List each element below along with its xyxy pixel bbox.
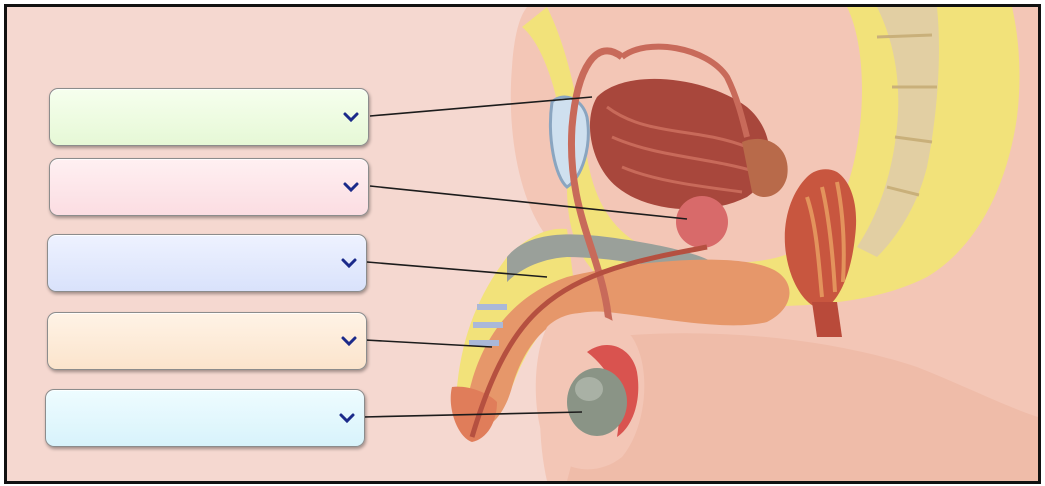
anal-canal xyxy=(812,302,842,337)
label-dropdown-2[interactable] xyxy=(49,158,369,216)
label-dropdown-3[interactable] xyxy=(47,234,367,292)
chevron-down-icon xyxy=(338,411,356,425)
label-dropdown-4[interactable] xyxy=(47,312,367,370)
prostate xyxy=(676,196,728,248)
chevron-down-icon xyxy=(340,256,358,270)
label-dropdown-1[interactable] xyxy=(49,88,369,146)
label-dropdown-5[interactable] xyxy=(45,389,365,447)
testis-highlight xyxy=(575,377,603,401)
chevron-down-icon xyxy=(342,180,360,194)
testis xyxy=(567,368,627,436)
chevron-down-icon xyxy=(342,110,360,124)
diagram-frame xyxy=(4,4,1041,484)
chevron-down-icon xyxy=(340,334,358,348)
